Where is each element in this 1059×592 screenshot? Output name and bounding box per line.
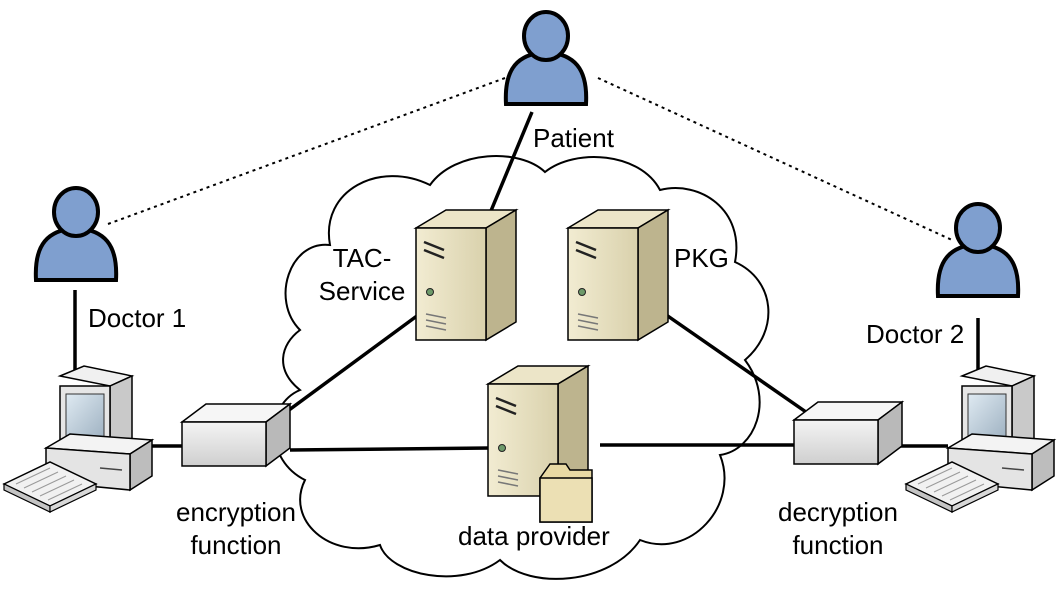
tac-service-label: TAC- Service [312, 242, 412, 308]
dotted-link-patient-doctor2 [597, 77, 953, 241]
tac-service-label-line1: TAC- [332, 243, 392, 273]
pkg-label: PKG [674, 243, 729, 273]
encryption-box-icon [181, 403, 291, 467]
doctor2-person-icon [935, 202, 1021, 298]
doctor1-computer-icon [3, 365, 153, 513]
pkg-server-icon [566, 208, 670, 342]
tac-service-server-icon [414, 208, 518, 342]
patient-person-icon [503, 10, 589, 106]
encryption-label-line1: encryption [176, 497, 296, 527]
link-encryption-tac [268, 308, 427, 426]
doctor2-computer-icon [905, 365, 1055, 513]
tac-service-label-line2: Service [318, 276, 406, 306]
data-provider-label: data provider [458, 521, 610, 551]
link-patient-tac [486, 111, 534, 219]
link-pkg-decryption [661, 310, 807, 414]
link-encryption-dataprovider [289, 446, 491, 452]
doctor1-person-icon [33, 186, 119, 282]
decryption-box-icon [793, 401, 903, 465]
doctor2-label: Doctor 2 [866, 319, 965, 349]
folder-icon [539, 463, 593, 523]
connections [73, 111, 980, 452]
encryption-function-label: encryption function [156, 496, 316, 562]
doctor1-label: Doctor 1 [88, 303, 187, 333]
decryption-label-line1: decryption [778, 497, 898, 527]
encryption-label-line2: function [190, 530, 282, 560]
dotted-link-doctor1-patient [107, 77, 506, 225]
decryption-function-label: decryption function [758, 496, 918, 562]
decryption-label-line2: function [792, 530, 884, 560]
patient-label: Patient [533, 123, 614, 153]
